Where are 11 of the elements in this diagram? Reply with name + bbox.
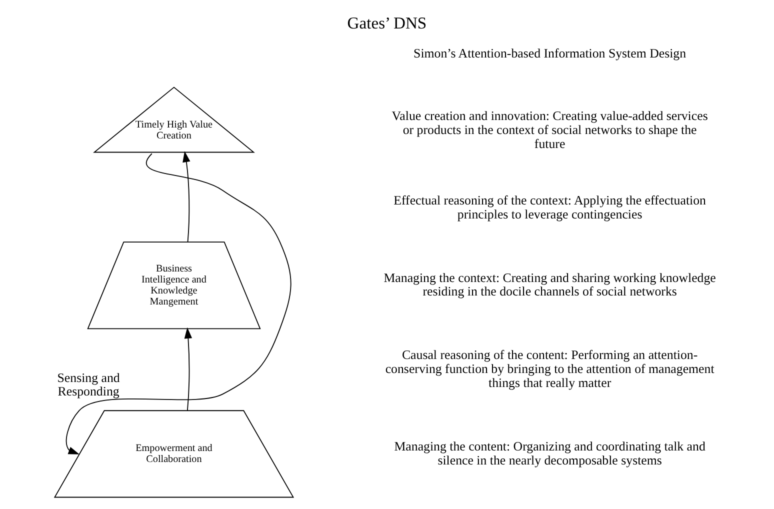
label: Managing the context: Creating and sharing working knowledge residing in the docile channels of social networks [384,270,716,299]
label: Value creation and innovation: Creating value-added services or products in the context of social networks to shape the future [392,109,708,151]
arrow [184,327,192,412]
edge-label: Sensing and Responding [57,370,120,399]
arrow [182,151,190,242]
label: Causal reasoning of the content: Performing an attention-conserving function by bringing to the attention of management things that really matter [385,348,714,390]
arrow [66,153,292,454]
label: Simon’s Attention-based Information System Design [414,46,686,61]
diagram-title: Gates’ DNS [347,14,427,33]
label: Managing the content: Organizing and coordinating talk and silence in the nearly decomposable systems [394,439,706,468]
label: Effectual reasoning of the context: Applying the effectuation principles to leverage contingencies [394,193,706,222]
